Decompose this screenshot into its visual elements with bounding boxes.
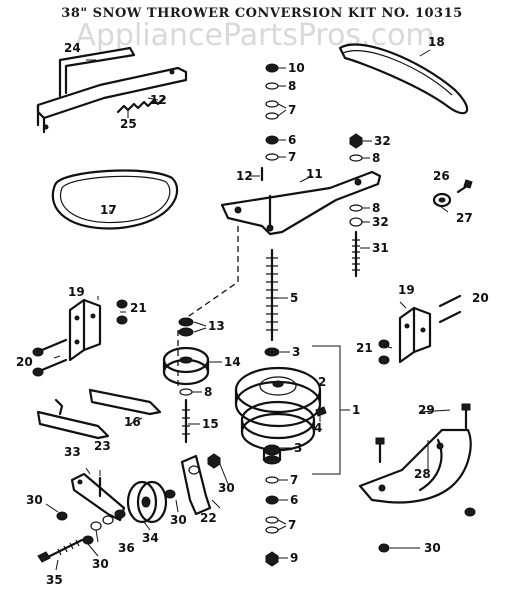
part-13-14-pulley [162, 317, 210, 386]
part-19-bracket-left [68, 298, 102, 362]
callout-11: 11 [306, 167, 323, 181]
callout-6: 6 [290, 493, 298, 507]
callout-30: 30 [92, 557, 109, 571]
part-15-bolt [182, 398, 190, 444]
callout-30: 30 [170, 513, 187, 527]
callout-30: 30 [218, 481, 235, 495]
callout-4: 4 [314, 421, 322, 435]
callout-18: 18 [428, 35, 445, 49]
part-17-belt [51, 169, 179, 230]
callout-6: 6 [288, 133, 296, 147]
hardware-right [349, 133, 363, 278]
hardware-stack-top [265, 63, 279, 161]
part-3-hub-bottom [262, 444, 282, 465]
part-21-nuts-right [378, 339, 390, 365]
part-21-nuts-left [116, 299, 128, 325]
callout-7: 7 [288, 150, 296, 164]
part-25-spring [116, 96, 166, 114]
callout-22: 22 [200, 511, 217, 525]
callout-31: 31 [372, 241, 389, 255]
part-30-nut-skid-right [464, 507, 476, 517]
part-2-pulley [234, 366, 322, 452]
callout-12: 12 [236, 169, 253, 183]
callout-3: 3 [292, 345, 300, 359]
part-34-pulley [126, 480, 168, 524]
callout-20: 20 [16, 355, 33, 369]
callout-32: 32 [374, 134, 391, 148]
callout-3: 3 [294, 441, 302, 455]
callout-25: 25 [120, 117, 137, 131]
callout-19: 19 [68, 285, 85, 299]
callout-12: 12 [150, 93, 167, 107]
callout-8: 8 [372, 151, 380, 165]
callout-7: 7 [288, 518, 296, 532]
callout-8: 8 [288, 79, 296, 93]
part-30-nut-skid-left [378, 543, 390, 553]
callout-10: 10 [288, 61, 305, 75]
callout-15: 15 [202, 417, 219, 431]
part-22-bracket [180, 454, 212, 516]
callout-26: 26 [433, 169, 450, 183]
callout-21: 21 [356, 341, 373, 355]
callout-30: 30 [26, 493, 43, 507]
callout-8: 8 [372, 201, 380, 215]
alignment-line-left [185, 226, 239, 319]
part-30-nut-left [56, 511, 68, 521]
part-29-bolts [375, 403, 471, 464]
part-11-plate [220, 170, 382, 236]
callout-20: 20 [472, 291, 489, 305]
callout-36: 36 [118, 541, 135, 555]
part-26-27 [432, 179, 473, 208]
diagram-title: 38" SNOW THROWER CONVERSION KIT NO. 1031… [61, 6, 462, 21]
part-16-bars [36, 388, 162, 440]
callout-7: 7 [288, 103, 296, 117]
callout-27: 27 [456, 211, 473, 225]
callout-17: 17 [100, 203, 117, 217]
part-8-washer-lower [179, 388, 193, 396]
part-33-arm [70, 472, 126, 522]
part-30-nut-22 [207, 453, 221, 469]
callout-13: 13 [208, 319, 225, 333]
callout-33: 33 [64, 445, 81, 459]
callout-21: 21 [130, 301, 147, 315]
callout-14: 14 [224, 355, 241, 369]
part-35-bolt [37, 538, 84, 563]
callout-16: 16 [124, 415, 141, 429]
hardware-stack-bottom [265, 476, 279, 567]
part-18-belt [338, 43, 469, 115]
callout-8: 8 [204, 385, 212, 399]
callout-2: 2 [318, 375, 326, 389]
callout-9: 9 [290, 551, 298, 565]
callout-24: 24 [64, 41, 81, 55]
part-20-bolts-right [438, 294, 462, 324]
part-30-nut-lower [82, 535, 94, 545]
callout-32: 32 [372, 215, 389, 229]
callout-23: 23 [94, 439, 111, 453]
callout-5: 5 [290, 291, 298, 305]
part-19-bracket-right [398, 306, 432, 364]
callout-19: 19 [398, 283, 415, 297]
part-3-nut-top [264, 347, 280, 357]
callout-34: 34 [142, 531, 159, 545]
part-24-bracket [36, 46, 188, 134]
part-20-bolts-left [32, 338, 68, 377]
callout-1: 1 [352, 403, 360, 417]
callout-numbers: 10 8 7 6 7 32 8 8 32 31 11 12 26 27 5 13… [16, 35, 489, 587]
leader-lines [45, 49, 451, 571]
part-28-skid [358, 428, 472, 504]
part-5-rod [266, 248, 278, 342]
callout-29: 29 [418, 403, 435, 417]
callout-35: 35 [46, 573, 63, 587]
callout-28: 28 [414, 467, 431, 481]
part-4-key [315, 406, 327, 417]
callout-30: 30 [424, 541, 441, 555]
callout-7: 7 [290, 473, 298, 487]
